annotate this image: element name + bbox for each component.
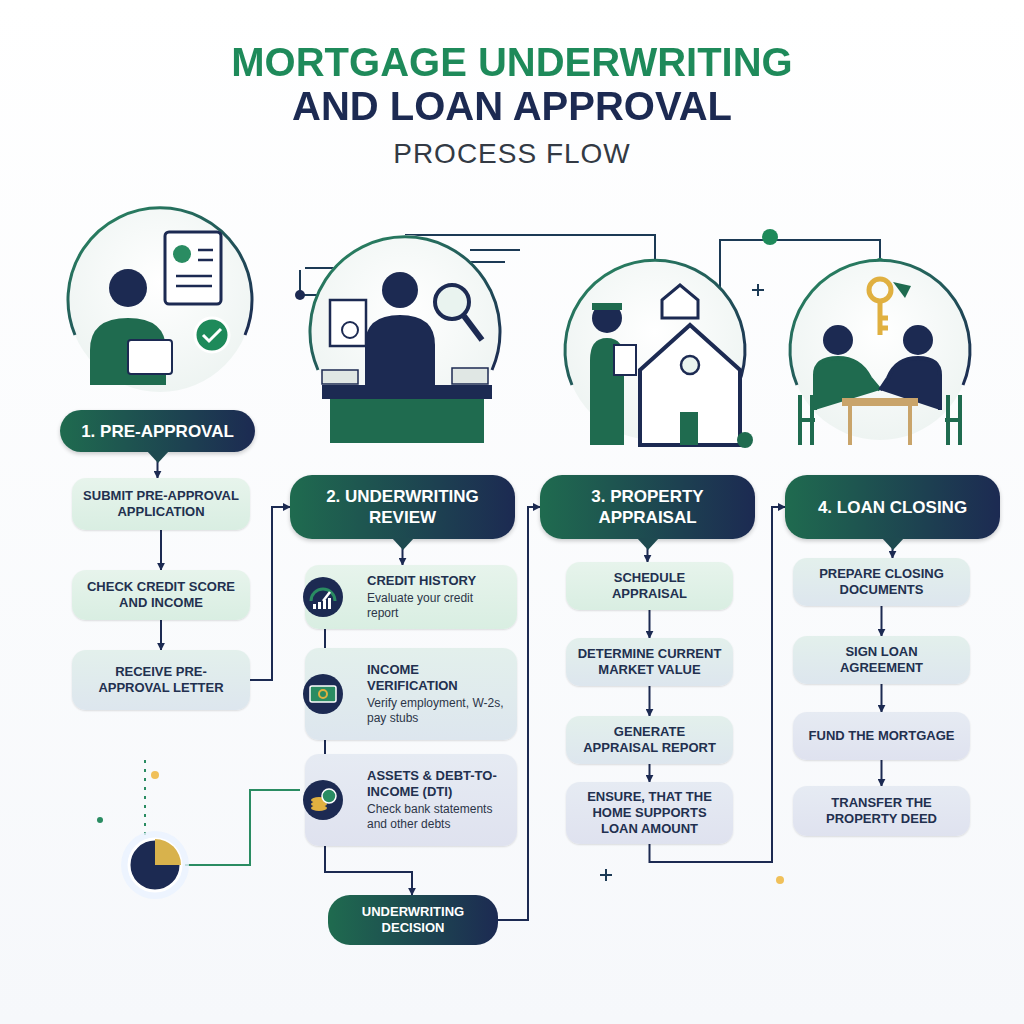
node-heading: GENERATE APPRAISAL REPORT: [576, 724, 723, 756]
check-icon: [301, 575, 345, 619]
node-heading: 4. LOAN CLOSING: [818, 497, 967, 518]
flow-connector: [160, 530, 162, 570]
flow-connector: [881, 606, 883, 636]
flow-connector: [649, 610, 651, 638]
process-box: SIGN LOAN AGREEMENT: [793, 636, 970, 684]
node-heading: SUBMIT PRE-APPROVAL APPLICATION: [82, 488, 240, 520]
process-box: RECEIVE PRE-APPROVAL LETTER: [72, 650, 250, 710]
node-heading: SIGN LOAN AGREEMENT: [803, 644, 960, 676]
node-heading: SCHEDULE APPRAISAL: [576, 570, 723, 602]
process-box: ENSURE, THAT THE HOME SUPPORTS LOAN AMOU…: [566, 782, 733, 844]
node-heading: 2. UNDERWRITING REVIEW: [304, 486, 501, 528]
decision-box: UNDERWRITING DECISION: [328, 895, 498, 945]
node-heading: PREPARE CLOSING DOCUMENTS: [803, 566, 960, 598]
check-box: INCOME VERIFICATIONVerify employment, W-…: [305, 648, 517, 740]
check-box: CREDIT HISTORY Evaluate your credit repor…: [305, 565, 517, 629]
process-box: DETERMINE CURRENT MARKET VALUE: [566, 638, 733, 686]
node-heading: UNDERWRITING DECISION: [340, 904, 486, 936]
process-box: GENERATE APPRAISAL REPORT: [566, 716, 733, 764]
node-heading: DETERMINE CURRENT MARKET VALUE: [576, 646, 723, 678]
process-box: CHECK CREDIT SCORE AND INCOME: [72, 570, 250, 620]
stage-header: 2. UNDERWRITING REVIEW: [290, 475, 515, 539]
flow-connector: [649, 764, 651, 782]
stage-header: 3. PROPERTY APPRAISAL: [540, 475, 755, 539]
process-box: SUBMIT PRE-APPROVAL APPLICATION: [72, 478, 250, 530]
flow-connector: [250, 507, 290, 680]
flow-connector: [325, 846, 412, 895]
node-heading: FUND THE MORTGAGE: [809, 728, 955, 744]
stage-header: 1. PRE-APPROVAL: [60, 410, 255, 452]
node-heading: RECEIVE PRE-APPROVAL LETTER: [82, 664, 240, 696]
node-body: Evaluate your credit report: [367, 591, 507, 621]
subtitle: PROCESS FLOW: [262, 138, 762, 170]
flow-connector: [324, 740, 326, 754]
flow-connector: [881, 684, 883, 712]
node-heading: INCOME VERIFICATION: [367, 662, 507, 694]
flow-connector: [324, 629, 326, 648]
check-icon: [301, 778, 345, 822]
node-heading: 3. PROPERTY APPRAISAL: [554, 486, 741, 528]
check-icon: [301, 672, 345, 716]
process-box: SCHEDULE APPRAISAL: [566, 562, 733, 610]
process-box: PREPARE CLOSING DOCUMENTS: [793, 558, 970, 606]
node-heading: ASSETS & DEBT-TO-INCOME (DTI): [367, 768, 507, 800]
node-body: Check bank statements and other debts: [367, 802, 507, 832]
node-heading: 1. PRE-APPROVAL: [81, 421, 234, 442]
node-heading: ENSURE, THAT THE HOME SUPPORTS LOAN AMOU…: [576, 789, 723, 837]
flow-connector: [160, 620, 162, 650]
node-heading: CHECK CREDIT SCORE AND INCOME: [82, 579, 240, 611]
node-heading: CREDIT HISTORY: [367, 573, 476, 589]
process-box: FUND THE MORTGAGE: [793, 712, 970, 760]
node-body: Verify employment, W-2s, pay stubs: [367, 696, 507, 726]
check-box: ASSETS & DEBT-TO-INCOME (DTI)Check bank …: [305, 754, 517, 846]
stage-header: 4. LOAN CLOSING: [785, 475, 1000, 539]
title: MORTGAGE UNDERWRITING AND LOAN APPROVAL: [192, 40, 832, 128]
flow-connector: [881, 760, 883, 786]
flow-connector: [649, 686, 651, 716]
node-heading: TRANSFER THE PROPERTY DEED: [803, 795, 960, 827]
process-box: TRANSFER THE PROPERTY DEED: [793, 786, 970, 836]
